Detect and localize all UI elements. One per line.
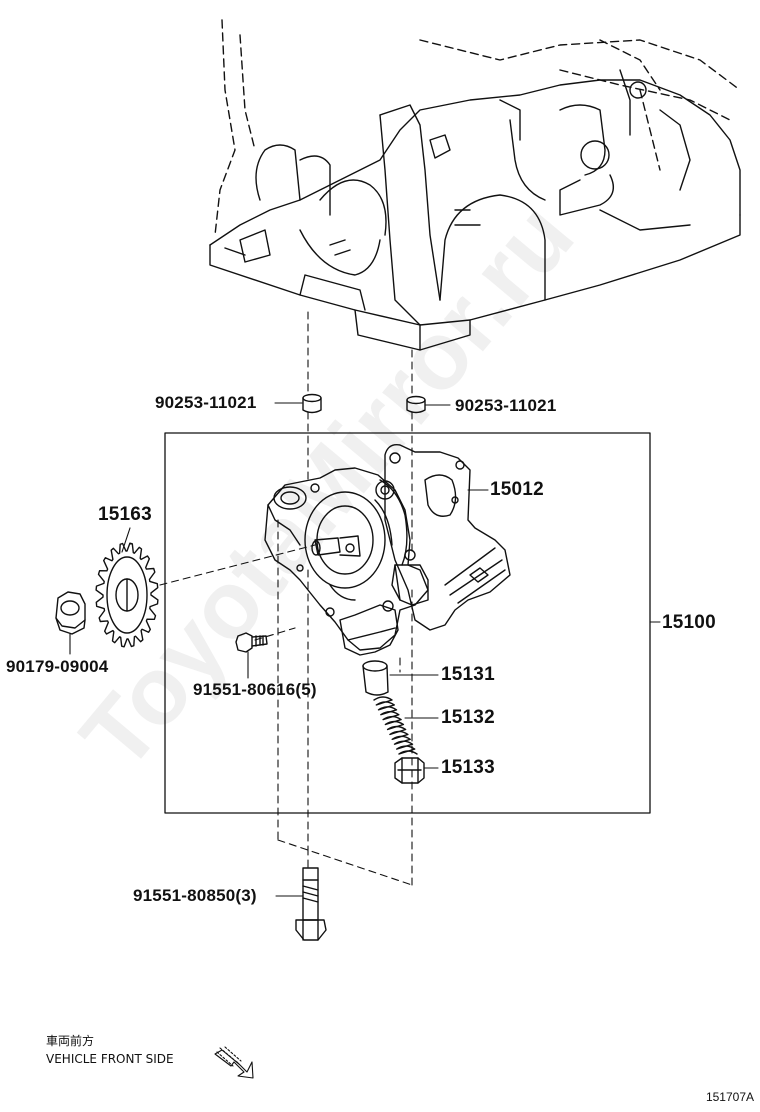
part-label-15100[interactable]: 15100: [662, 612, 716, 633]
knock-pin-right: [406, 395, 426, 414]
long-bolt: [295, 867, 327, 941]
front-direction-arrow: [214, 1046, 254, 1079]
small-bolt: [235, 632, 268, 653]
relief-plunger: [362, 660, 389, 696]
part-label-91551-80850[interactable]: 91551-80850(3): [133, 886, 257, 905]
vehicle-front-note-jp: 車両前方: [46, 1034, 95, 1048]
part-label-90179[interactable]: 90179-09004: [6, 657, 109, 676]
flange-nut: [55, 591, 86, 635]
oil-pump-kit-frame: [164, 432, 651, 814]
relief-plug: [394, 757, 425, 784]
part-label-15131[interactable]: 15131: [441, 664, 495, 685]
part-label-15132[interactable]: 15132: [441, 707, 495, 728]
knock-pin-left: [302, 393, 322, 414]
drive-sprocket: [95, 542, 159, 648]
part-label-91551-80616[interactable]: 91551-80616(5): [193, 680, 317, 699]
oil-pump-assembly: [264, 444, 511, 656]
diagram-id: 151707A: [705, 1090, 754, 1104]
assembly-guide-lines: [159, 311, 413, 886]
leader-lines: [69, 402, 661, 897]
part-label-90253-right[interactable]: 90253-11021: [455, 396, 557, 415]
vehicle-front-note-en: VEHICLE FRONT SIDE: [46, 1052, 174, 1066]
relief-spring: [373, 696, 418, 755]
part-label-15012[interactable]: 15012: [490, 479, 544, 500]
engine-block: [209, 19, 741, 351]
part-label-90253-left[interactable]: 90253-11021: [155, 393, 257, 412]
part-label-15133[interactable]: 15133: [441, 757, 495, 778]
part-label-15163[interactable]: 15163: [98, 504, 152, 525]
